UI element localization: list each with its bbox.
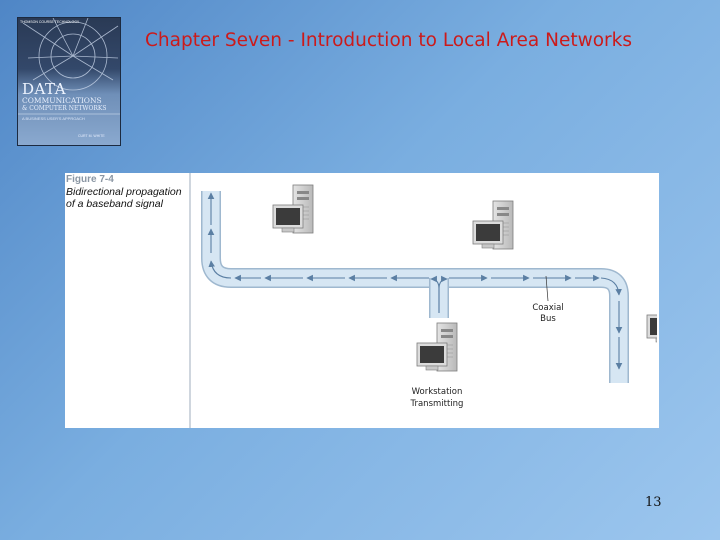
workstation-top-left [272, 184, 314, 234]
slide-title: Chapter Seven - Introduction to Local Ar… [145, 30, 632, 51]
cover-title-line1: DATA [22, 80, 67, 98]
cover-title: DATA [22, 80, 67, 98]
figure-number: Figure 7-4 [66, 174, 114, 185]
cover-title-line2: COMMUNICATIONS [22, 96, 102, 105]
workstation-top-middle [472, 200, 514, 250]
figure-caption-column: Figure 7-4 Bidirectional propagation of … [65, 173, 191, 428]
figure-panel: Figure 7-4 Bidirectional propagation of … [65, 173, 659, 428]
workstation-right [646, 294, 657, 344]
cover-subtitle: COMMUNICATIONS & COMPUTER NETWORKS [22, 97, 107, 113]
satellite-dish-graphic [18, 18, 120, 115]
cover-title-line3: & COMPUTER NETWORKS [22, 105, 107, 112]
bus-label-line2: Bus [540, 314, 556, 324]
coaxial-bus [201, 191, 629, 383]
transmitter-label-line2: Transmitting [410, 399, 464, 409]
book-cover-image: THOMSON COURSE TECHNOLOGY DATA COMMUNICA… [17, 17, 121, 146]
baseband-propagation-diagram: Coaxial Bus Workstation Transmitting [201, 184, 657, 409]
page-number: 13 [645, 495, 662, 510]
transmitter-label-line1: Workstation [412, 387, 463, 397]
cover-tagline: A BUSINESS USER'S APPROACH [22, 116, 85, 121]
signal-arrows [207, 192, 623, 370]
cover-author: CURT M. WHITE [78, 134, 105, 138]
bus-label-line1: Coaxial [532, 303, 563, 313]
bus-label-pointer [545, 275, 549, 302]
cover-publisher: THOMSON COURSE TECHNOLOGY [20, 20, 80, 24]
workstation-transmitting [416, 322, 458, 372]
figure-caption: Bidirectional propagation of a baseband … [66, 186, 182, 210]
